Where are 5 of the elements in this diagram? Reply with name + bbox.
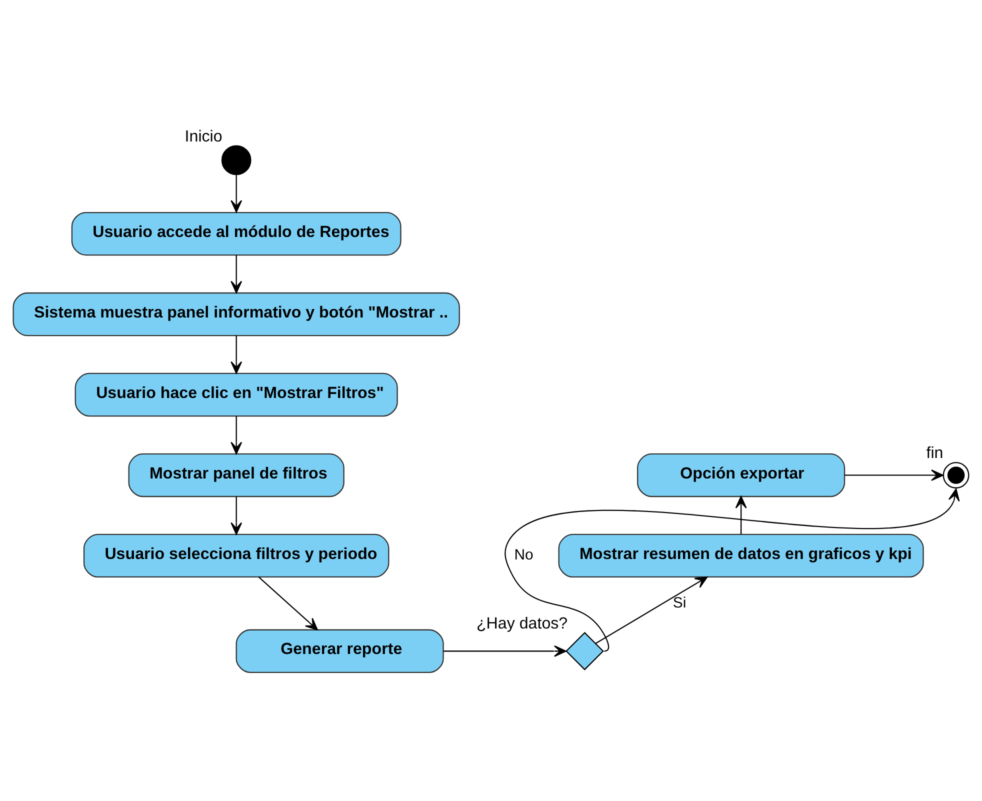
edge-label: Si xyxy=(672,594,686,612)
node-label: fin xyxy=(926,444,944,462)
node-label: Inicio xyxy=(184,127,222,146)
node-label: ¿Hay datos? xyxy=(476,614,568,632)
edge-label: No xyxy=(514,546,534,564)
